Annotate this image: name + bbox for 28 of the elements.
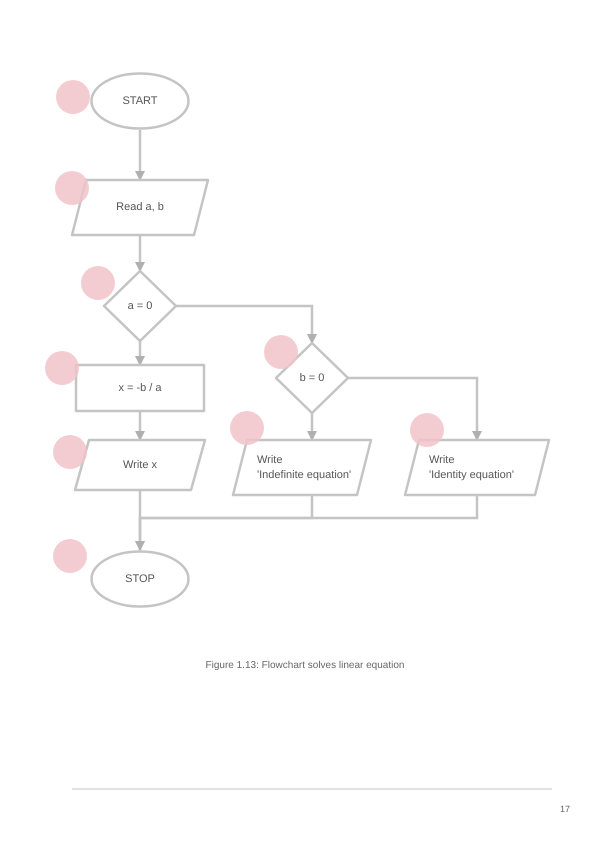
terminal-ellipse bbox=[90, 550, 190, 608]
arrow bbox=[348, 376, 482, 441]
node-label: STOP bbox=[125, 572, 155, 586]
terminal-ellipse bbox=[90, 72, 190, 130]
arrow bbox=[135, 411, 145, 441]
arrow bbox=[307, 413, 317, 441]
input-output-parallelogram bbox=[233, 440, 371, 495]
process-box bbox=[76, 365, 204, 411]
arrow bbox=[176, 304, 317, 344]
decision-diamond bbox=[276, 343, 348, 413]
node-label: START bbox=[122, 94, 158, 108]
arrow bbox=[135, 130, 145, 181]
node-label: a = 0 bbox=[128, 298, 152, 314]
input-output-parallelogram bbox=[72, 180, 208, 235]
arrow bbox=[135, 495, 478, 551]
decision-diamond bbox=[104, 271, 176, 341]
node-label: Write x bbox=[122, 458, 158, 472]
node-label: x = -b / a bbox=[118, 380, 162, 396]
page-number: 17 bbox=[560, 804, 570, 814]
arrow bbox=[135, 341, 145, 366]
node-label: Write 'Identity equation' bbox=[429, 453, 514, 482]
arrow bbox=[135, 235, 145, 272]
node-label: b = 0 bbox=[300, 370, 324, 386]
node-label: Read a, b bbox=[116, 200, 164, 215]
input-output-parallelogram bbox=[75, 440, 205, 490]
input-output-parallelogram bbox=[405, 440, 549, 495]
figure-caption: Figure 1.13: Flowchart solves linear equation bbox=[206, 660, 404, 671]
node-label: Write 'Indefinite equation' bbox=[257, 453, 352, 482]
